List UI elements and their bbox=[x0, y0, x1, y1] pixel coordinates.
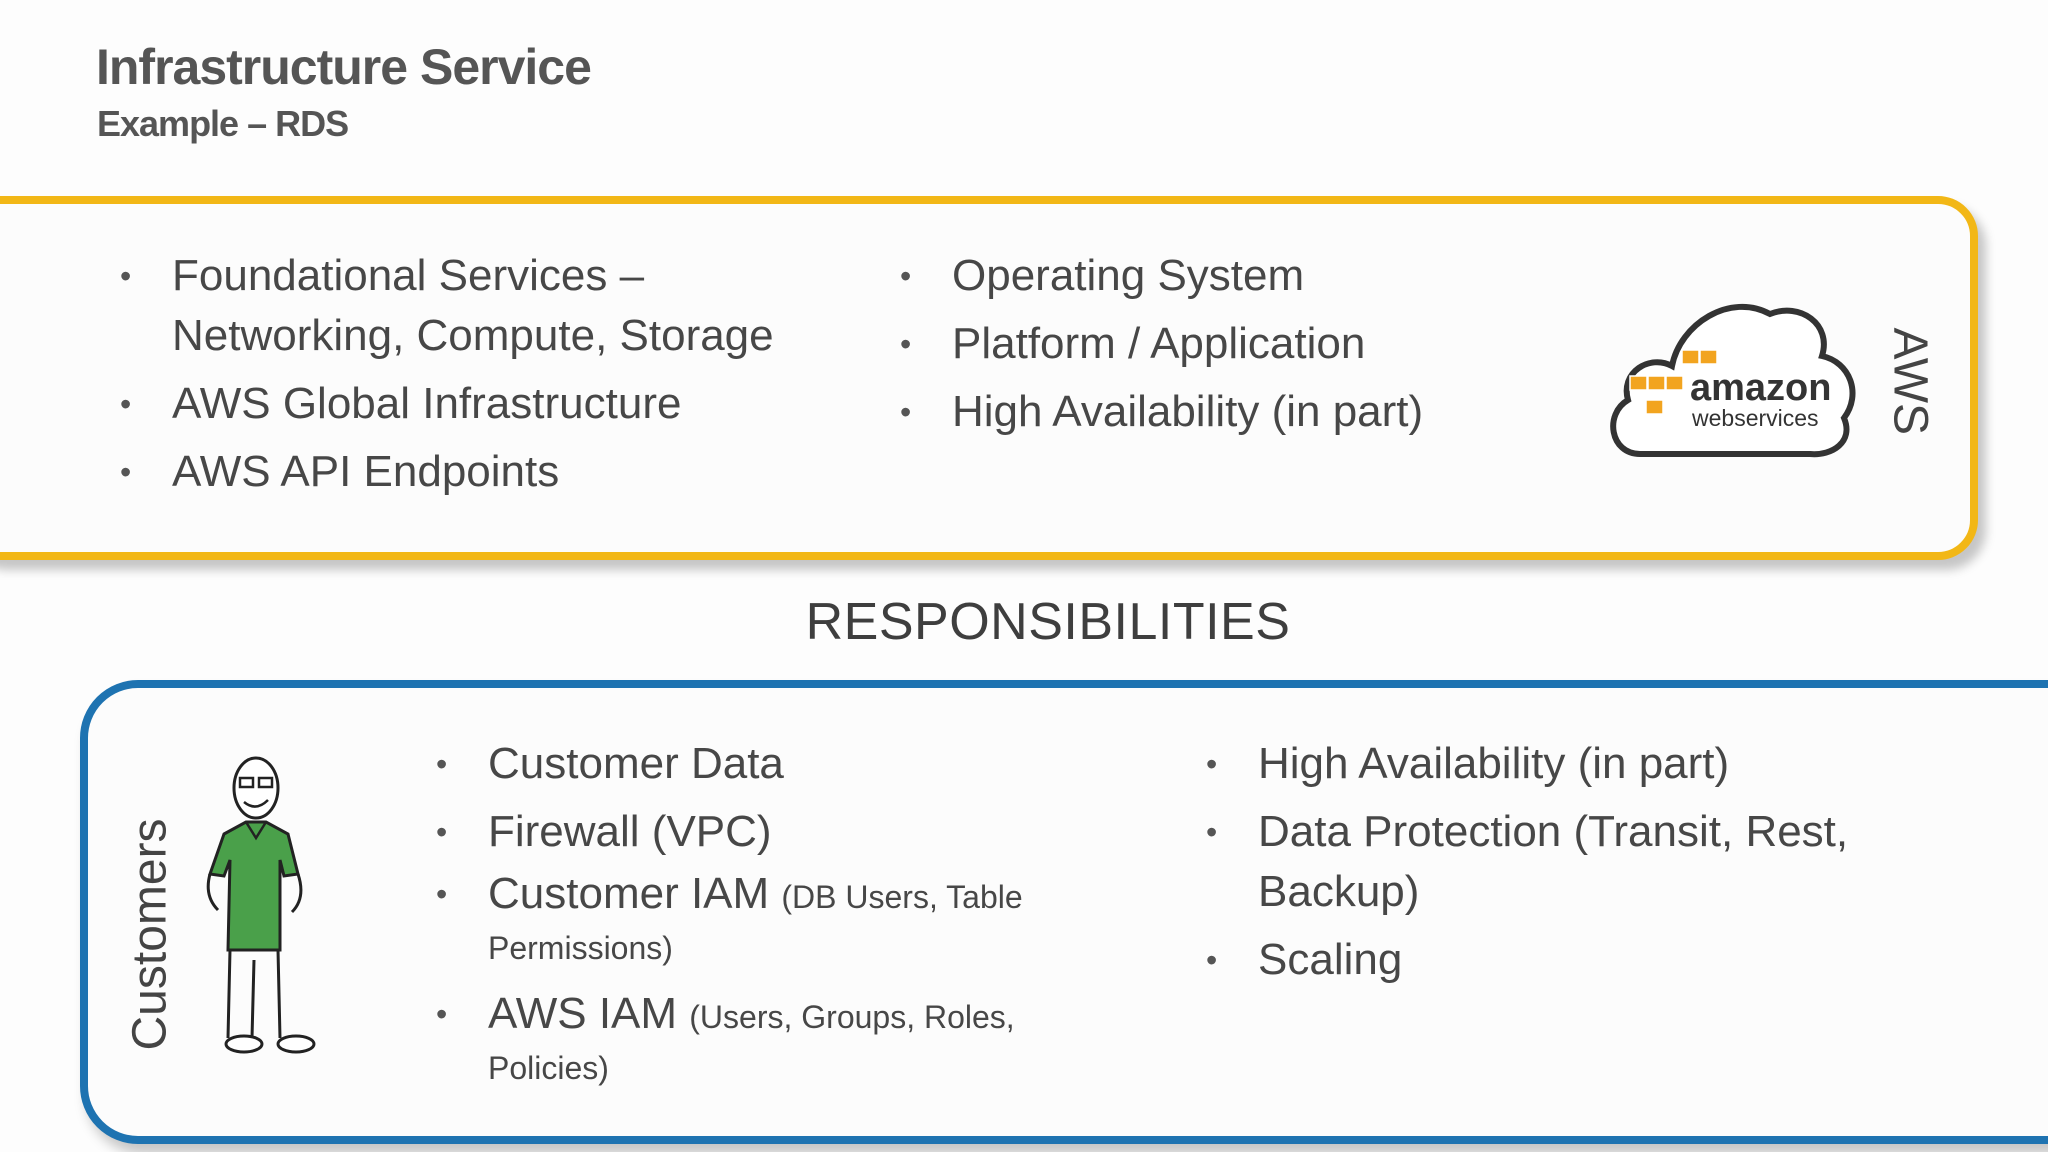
list-item: High Availability (in part) bbox=[1206, 734, 1926, 794]
logo-wordmark: amazon bbox=[1690, 367, 1831, 409]
item-main: Customer IAM bbox=[488, 869, 782, 918]
list-item: High Availability (in part) bbox=[900, 382, 1580, 442]
item-main: Firewall (VPC) bbox=[488, 807, 772, 856]
list-item: AWS API Endpoints bbox=[120, 442, 820, 502]
responsibilities-heading: RESPONSIBILITIES bbox=[805, 593, 1291, 651]
list-item: Customer IAM (DB Users, Table Permission… bbox=[436, 870, 1076, 972]
logo-subtext: webservices bbox=[1691, 405, 1819, 431]
list-item: AWS Global Infrastructure bbox=[120, 374, 820, 434]
aws-left-list: Foundational Services – Networking, Comp… bbox=[120, 246, 820, 502]
slide-title: Infrastructure Service bbox=[96, 39, 592, 95]
slide-subtitle: Example – RDS bbox=[97, 103, 349, 144]
list-item: Data Protection (Transit, Rest, Backup) bbox=[1206, 802, 1926, 922]
aws-side-label: AWS bbox=[1883, 327, 1937, 436]
cloud-logo-icon: amazon webservices bbox=[1610, 303, 1856, 458]
customers-side-label: Customers bbox=[123, 818, 177, 1051]
list-item: Platform / Application bbox=[900, 314, 1580, 374]
item-detail: (DB Users, Table Permissions) bbox=[488, 879, 1023, 966]
item-detail: (Users, Groups, Roles, Policies) bbox=[488, 999, 1015, 1086]
person-icon bbox=[206, 756, 316, 1054]
list-item: Customer Data bbox=[436, 734, 1076, 794]
customer-figure bbox=[200, 748, 320, 1060]
list-item: Operating System bbox=[900, 246, 1580, 306]
item-main: AWS IAM bbox=[488, 989, 690, 1038]
list-item: Firewall (VPC) bbox=[436, 802, 1076, 862]
aws-right-list: Operating System Platform / Application … bbox=[900, 246, 1580, 442]
list-item: AWS IAM (Users, Groups, Roles, Policies) bbox=[436, 990, 1076, 1092]
list-item: Scaling bbox=[1206, 930, 1926, 990]
customer-right-list: High Availability (in part) Data Protect… bbox=[1206, 734, 1926, 990]
list-item: Foundational Services – Networking, Comp… bbox=[120, 246, 820, 366]
aws-logo: amazon webservices bbox=[1600, 284, 1860, 464]
customer-left-list: Customer Data Firewall (VPC) Customer IA… bbox=[436, 734, 1076, 1092]
item-main: Customer Data bbox=[488, 739, 784, 788]
